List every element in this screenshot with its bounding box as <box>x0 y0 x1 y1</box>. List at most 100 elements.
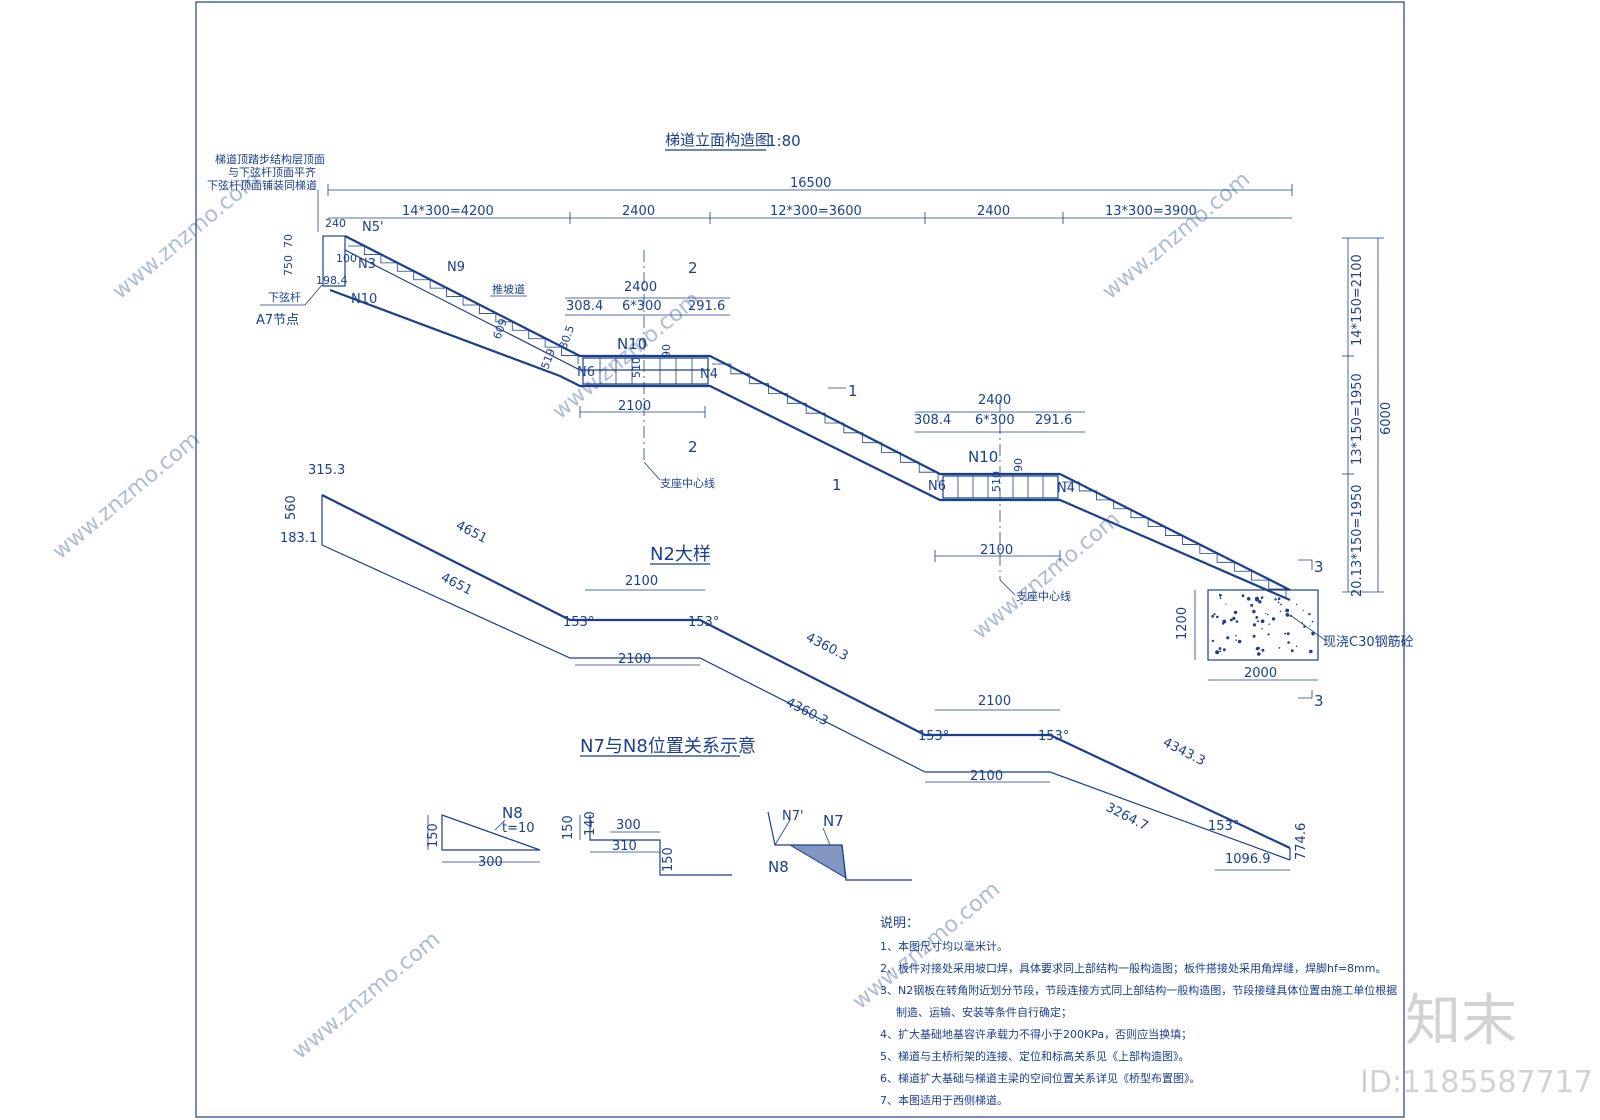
concrete-speckle <box>1278 647 1281 649</box>
h-90-l2: 90 <box>1012 458 1025 472</box>
top-note-2: 与下弦杆顶面平齐 <box>228 165 316 179</box>
concrete-speckle <box>1229 618 1233 622</box>
dim-right-total: 6000 <box>1379 402 1394 435</box>
drawing-frame <box>195 1 1405 1118</box>
concrete-speckle <box>1211 614 1215 618</box>
n2-end: 1096.9 <box>1225 852 1271 867</box>
dim-d2: 2400 <box>622 204 655 219</box>
dim-d3: 12*300=3600 <box>770 204 862 219</box>
dim-198-4: 198.4 <box>316 274 348 287</box>
member-n5p: N5' <box>362 220 384 235</box>
concrete-speckle <box>1258 600 1262 604</box>
watermark-site-7: www.znzmo.com <box>288 927 445 1065</box>
h-609: 609 <box>491 317 510 341</box>
section-1-top: 1 <box>848 382 858 400</box>
landing2-top: 2400 <box>978 393 1011 408</box>
n2-title: N2大样 <box>650 544 711 565</box>
dim-right-c: 20.13*150=1950 <box>1350 484 1365 597</box>
n2-s1: 4651 <box>453 518 489 546</box>
elevation-title: 梯道立面构造图 <box>665 131 770 149</box>
n2-s3b: 3264.7 <box>1103 800 1150 834</box>
concrete-speckle <box>1261 628 1263 630</box>
n7-b150b: 150 <box>661 847 676 872</box>
concrete-speckle <box>1255 647 1259 651</box>
concrete-speckle <box>1219 597 1222 600</box>
concrete-speckle <box>1255 616 1259 619</box>
concrete-speckle <box>1265 612 1267 615</box>
concrete-speckle <box>1254 596 1259 601</box>
dim-right-a: 14*150=2100 <box>1350 254 1365 346</box>
n2-endh: 774.6 <box>1294 823 1309 860</box>
member-n9: N9 <box>447 260 465 275</box>
concrete-speckle <box>1250 603 1254 607</box>
n2-ang-3: 153° <box>918 729 949 744</box>
concrete-speckle <box>1216 615 1219 619</box>
notes-block: 说明： 1、本图尺寸均以毫米计。 2、板件对接处采用坡口焊，具体要求同上部结构一… <box>880 916 1397 1107</box>
foundation-h: 1200 <box>1175 607 1190 640</box>
concrete-speckle <box>1267 633 1270 636</box>
n7-b310: 310 <box>612 839 637 854</box>
concrete-speckle <box>1260 619 1265 623</box>
concrete-speckle <box>1222 648 1226 652</box>
concrete-speckle <box>1309 649 1313 654</box>
concrete-speckle <box>1285 608 1290 613</box>
n8-t: t=10 <box>502 821 535 836</box>
note-7: 7、本图适用于西侧梯道。 <box>880 1093 1008 1107</box>
concrete-speckle <box>1226 636 1230 640</box>
concrete-speckle <box>1277 601 1280 604</box>
section-3-bottom: 3 <box>1314 692 1324 710</box>
landing1-b: 6*300 <box>622 299 662 314</box>
concrete-speckle <box>1302 609 1304 612</box>
concrete-speckle <box>1290 649 1294 653</box>
note-5: 5、梯道与主桥桁架的连接、定位和标高关系见《上部构造图》。 <box>880 1049 1190 1063</box>
concrete-speckle <box>1257 652 1261 656</box>
landing2-c: 291.6 <box>1035 413 1072 428</box>
concrete-speckle <box>1232 616 1236 621</box>
h-80-5: 80.5 <box>557 324 578 351</box>
dim-total: 16500 <box>790 176 831 191</box>
n2-f2: 2100 <box>978 694 1011 709</box>
landing2-a: 308.4 <box>914 413 951 428</box>
n2-ang-4: 153° <box>1038 729 1069 744</box>
landing2-bottom: 2100 <box>980 543 1013 558</box>
n7-b150: 150 <box>561 815 576 840</box>
concrete-speckle <box>1211 639 1215 643</box>
watermark-site-4: www.znzmo.com <box>48 427 205 565</box>
concrete-speckle <box>1241 594 1245 598</box>
section-1-bottom: 1 <box>832 476 842 494</box>
section-2-top: 2 <box>688 259 698 277</box>
notes-title: 说明： <box>880 916 919 931</box>
concrete-speckle <box>1277 597 1281 600</box>
watermark-site-5: www.znzmo.com <box>968 507 1125 645</box>
note-2: 2、板件对接处采用坡口焊，具体要求同上部结构一般构造图；板件搭接处采用角焊缝，焊… <box>880 961 1387 975</box>
section-3-top: 3 <box>1314 558 1324 576</box>
label-chord: 下弦杆 <box>268 290 301 304</box>
landing1-bottom: 2100 <box>618 399 651 414</box>
landing1-top: 2400 <box>624 280 657 295</box>
concrete-speckle <box>1219 650 1221 653</box>
n7-b140: 140 <box>583 811 598 836</box>
dim-70: 70 <box>282 234 295 248</box>
concrete-speckle <box>1312 634 1314 636</box>
dim-d1: 14*300=4200 <box>402 204 494 219</box>
watermark-site-3: www.znzmo.com <box>1098 167 1255 305</box>
note-4: 4、扩大基础地基容许承载力不得小于200KPa，否则应当换填； <box>880 1027 1192 1041</box>
support-line-1: 支座中心线 <box>660 476 715 490</box>
concrete-speckle <box>1261 648 1265 652</box>
elevation-scale: 1:80 <box>767 132 801 150</box>
top-note-1: 梯道顶踏步结构层顶面 <box>215 152 325 166</box>
note-1: 1、本图尺寸均以毫米计。 <box>880 939 1008 953</box>
concrete-speckle <box>1215 650 1220 655</box>
n2-ang-2: 153° <box>688 615 719 630</box>
landing1-a: 308.4 <box>566 299 603 314</box>
h-90-l1: 90 <box>660 344 673 358</box>
concrete-speckle <box>1260 596 1263 600</box>
concrete-speckle <box>1218 593 1222 597</box>
concrete-speckle <box>1267 613 1269 616</box>
h-510-l1: 510 <box>630 357 643 378</box>
concrete-speckle <box>1246 597 1251 601</box>
n7-b300: 300 <box>616 818 641 833</box>
concrete-speckle <box>1252 634 1256 638</box>
concrete-speckle <box>1280 603 1282 606</box>
